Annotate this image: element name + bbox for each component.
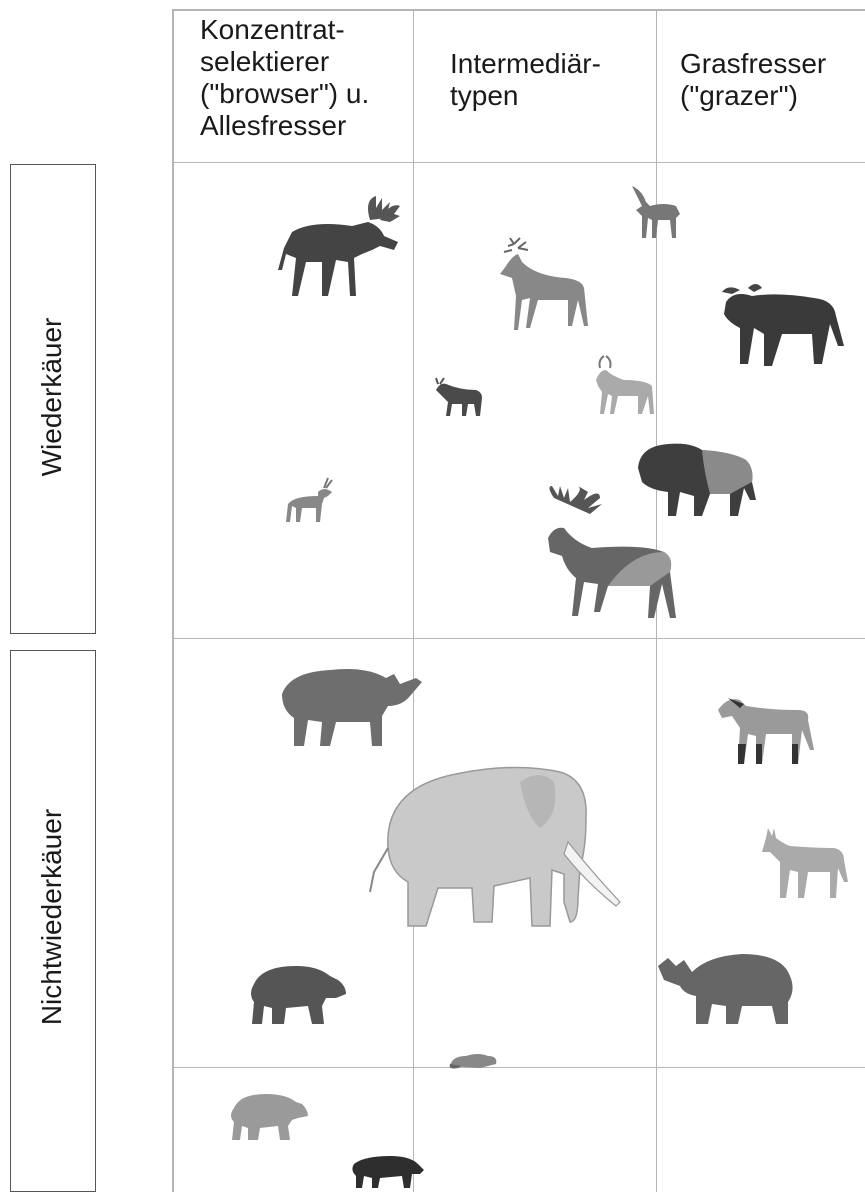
- row-label-ruminants: Wiederkäuer: [35, 297, 69, 497]
- header-line: ("grazer"): [680, 80, 826, 112]
- rhino-icon: [276, 666, 424, 748]
- red-deer-icon: [492, 238, 596, 332]
- aurochs-icon: [718, 282, 848, 368]
- bear-icon: [246, 962, 350, 1026]
- header-line: ("browser") u.: [200, 78, 369, 110]
- header-line: Konzentrat-: [200, 14, 369, 46]
- grid-row-line-1: [172, 638, 865, 639]
- ass-icon: [760, 828, 850, 900]
- grid-col-divider-1: [413, 9, 414, 1192]
- fallow-deer-icon: [590, 354, 660, 416]
- header-line: selektierer: [200, 46, 369, 78]
- header-line: Intermediär-: [450, 48, 601, 80]
- woolly-rhino-icon: [656, 950, 798, 1026]
- saiga-icon: [284, 478, 336, 524]
- roe-deer-icon: [434, 376, 484, 418]
- beaver-icon: [448, 1046, 500, 1072]
- giant-deer-icon: [544, 486, 678, 620]
- grid-top-line: [172, 9, 865, 11]
- row-label-nonruminants: Nichtwiederkäuer: [35, 787, 69, 1047]
- bear-icon: [228, 1092, 310, 1142]
- grid-left-line: [172, 9, 174, 1192]
- column-header-browser: Konzentrat- selektierer ("browser") u. A…: [200, 14, 369, 142]
- moose-icon: [272, 192, 404, 298]
- ibex-icon: [628, 184, 684, 240]
- column-header-grazer: Grasfresser ("grazer"): [680, 48, 826, 112]
- header-line: Grasfresser: [680, 48, 826, 80]
- column-header-intermediate: Intermediär- typen: [450, 48, 601, 112]
- header-line: Allesfresser: [200, 110, 369, 142]
- boar-icon: [350, 1154, 426, 1190]
- horse-icon: [714, 696, 816, 766]
- header-line: typen: [450, 80, 601, 112]
- grid-header-line: [172, 162, 865, 163]
- grid-row-line-2: [172, 1067, 865, 1068]
- elephant-icon: [364, 762, 630, 932]
